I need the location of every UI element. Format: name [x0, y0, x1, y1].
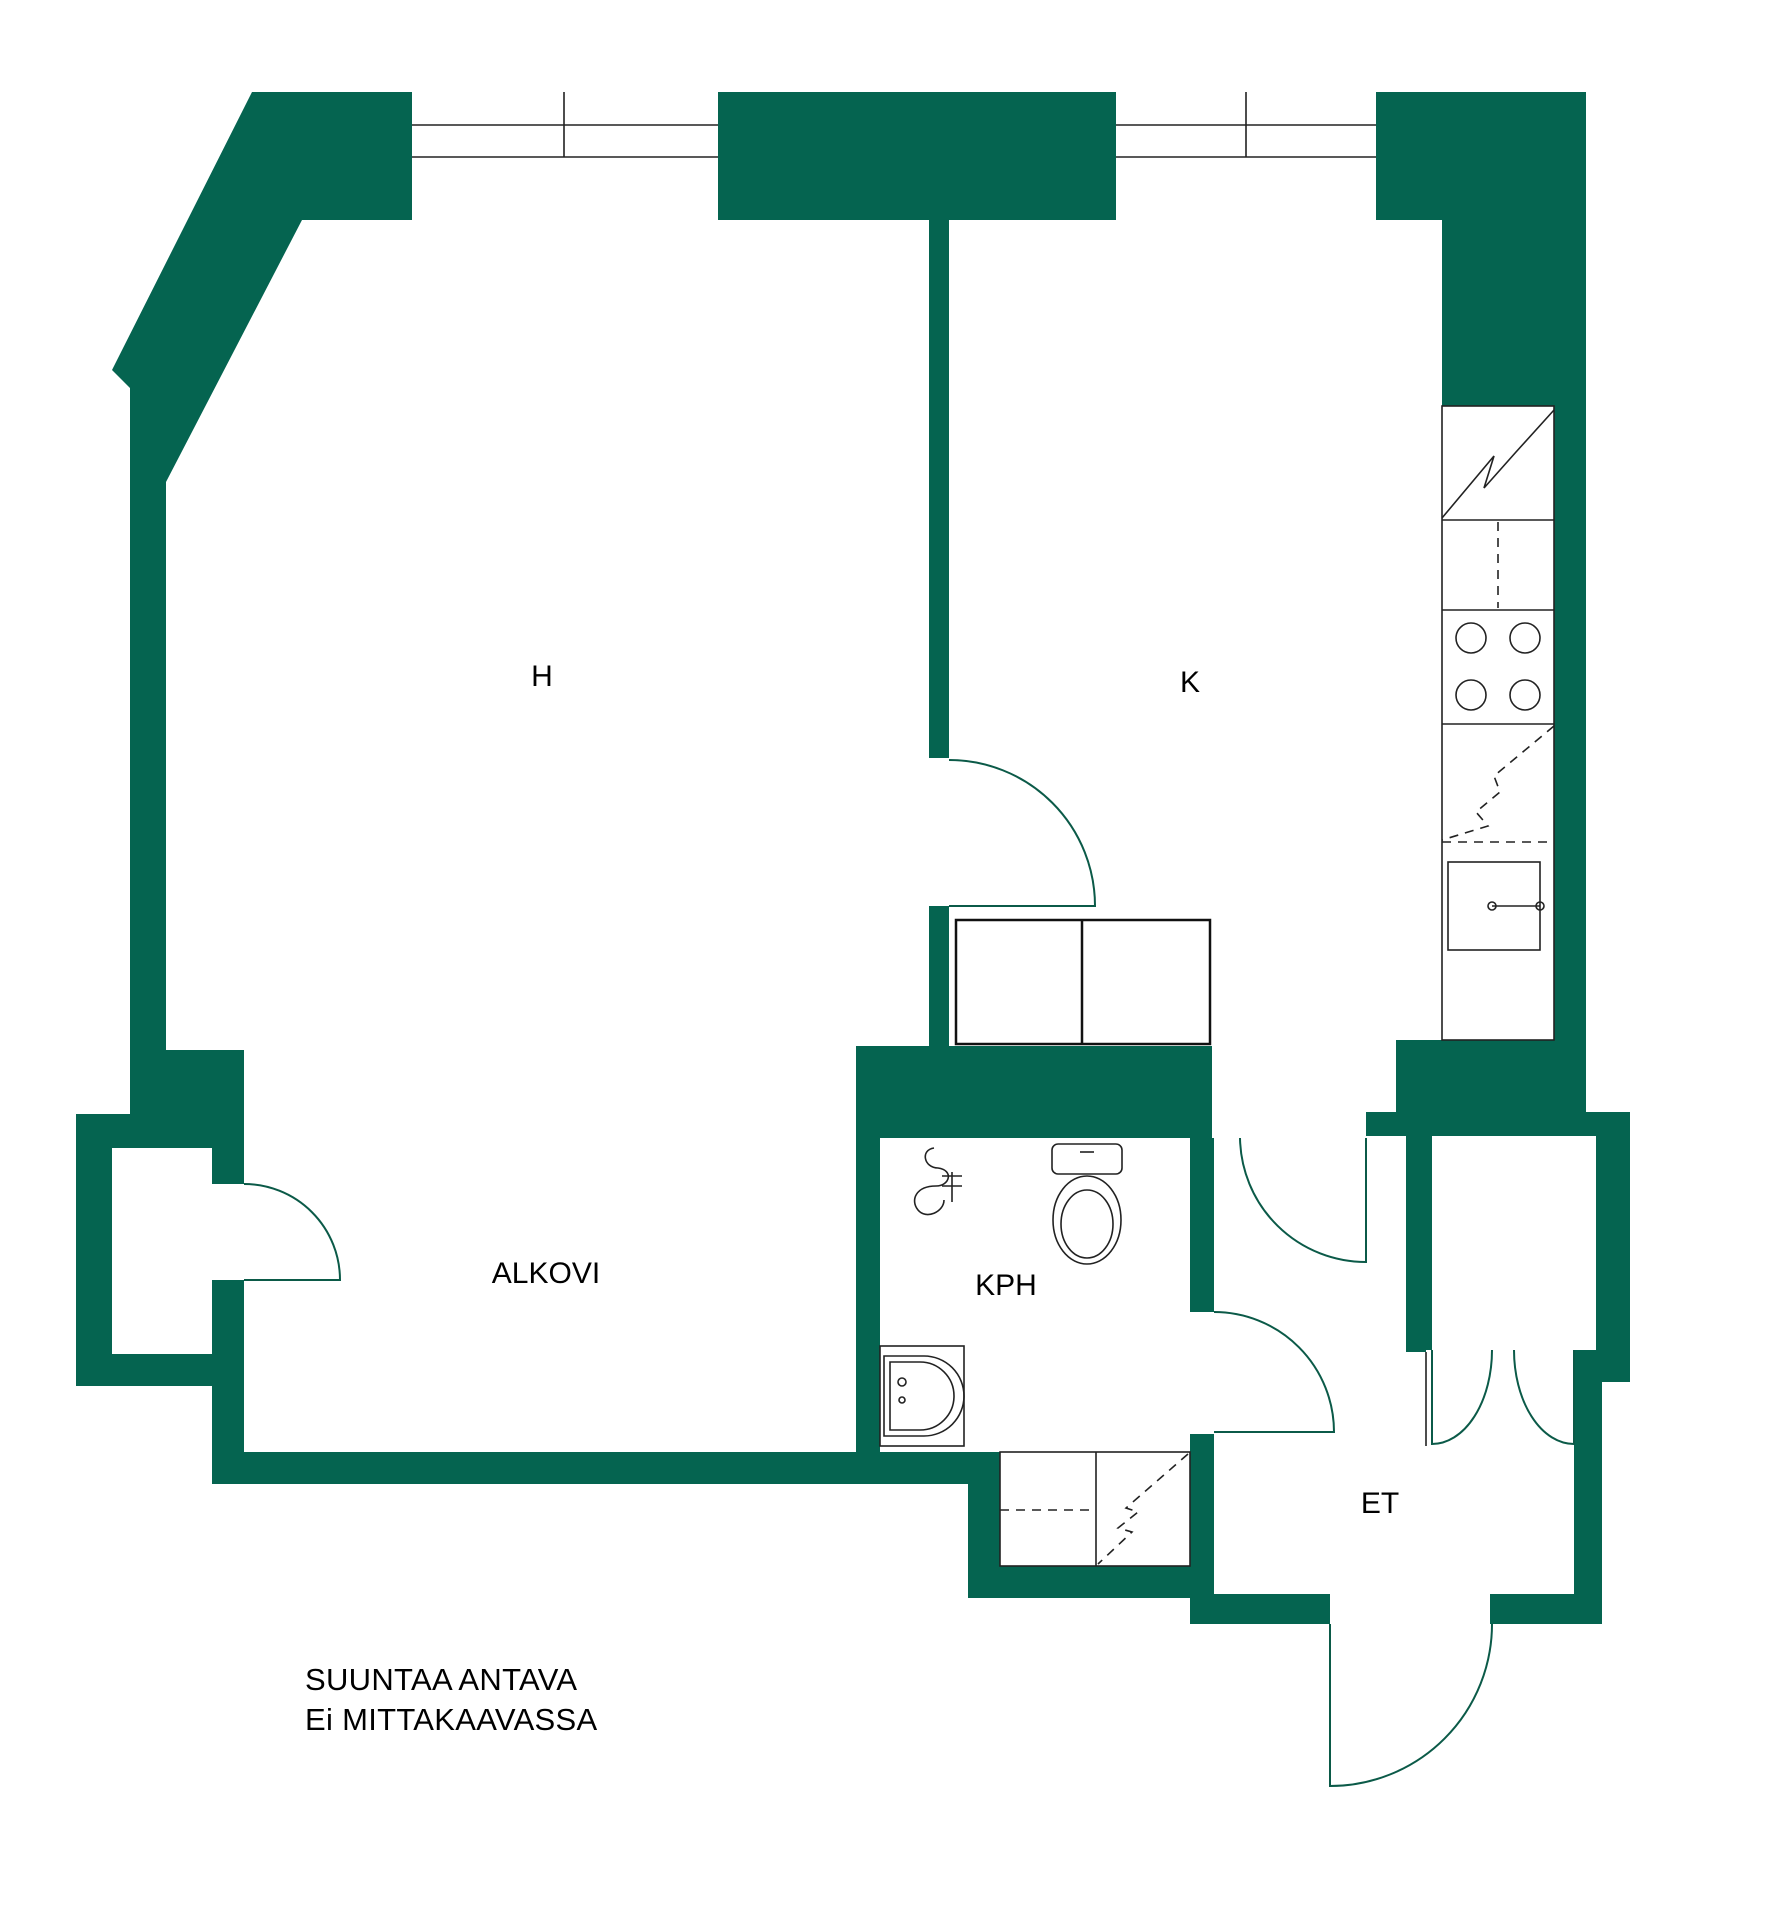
door-swing-icon — [243, 759, 1493, 1788]
dishwasher-icon — [1442, 522, 1554, 611]
washing-machine-icon — [1441, 725, 1555, 843]
room-label-bathroom: KPH — [975, 1269, 1037, 1302]
wall-bottom-alcove — [212, 1280, 968, 1484]
kitchen-sink-icon — [1447, 861, 1545, 951]
wall-wardrobe — [1406, 1112, 1630, 1624]
cabinet-block — [954, 918, 1212, 1046]
wall-right-upper — [1442, 92, 1586, 406]
disclaimer-line-2: Ei MITTAKAAVASSA — [305, 1702, 598, 1737]
wall-top-left — [112, 92, 412, 1060]
walls — [76, 92, 1630, 1624]
wall-kph-right-upper — [1190, 1138, 1214, 1312]
shower-icon — [913, 1147, 962, 1216]
washbasin-icon — [879, 1345, 965, 1447]
room-label-living: H — [531, 660, 553, 693]
disclaimer-line-1: SUUNTAA ANTAVA — [305, 1662, 578, 1697]
kitchen-counter — [1441, 405, 1555, 1041]
washing-machine-icon — [999, 1451, 1191, 1567]
room-label-alcove: ALKOVI — [492, 1257, 600, 1290]
wall-kitchen-corner — [1396, 1040, 1586, 1122]
wardrobe-icon — [1425, 1349, 1575, 1446]
wall-laundry-niche — [968, 1452, 1214, 1598]
window-icon — [412, 92, 1376, 220]
room-label-entry: ET — [1361, 1487, 1399, 1520]
fridge-icon — [1441, 409, 1555, 521]
wall-kitchen-stub — [1366, 1112, 1406, 1136]
stove-icon — [1442, 622, 1554, 725]
wall-kph-right-lower — [1190, 1434, 1214, 1472]
wall-partition-h-k-upper — [929, 220, 949, 758]
toilet-icon — [1051, 1143, 1123, 1265]
wall-entry-bottom-left — [1190, 1594, 1330, 1624]
wall-kph-top — [856, 1046, 1212, 1138]
wall-partition-h-k-lower — [929, 906, 949, 1050]
disclaimer-note: SUUNTAA ANTAVA Ei MITTAKAAVASSA — [305, 1660, 597, 1740]
room-label-kitchen: K — [1180, 666, 1200, 699]
wall-top-middle — [718, 92, 1116, 220]
wall-right — [1554, 406, 1586, 1122]
wall-left-lower — [130, 1050, 244, 1116]
wall-kph-left — [856, 1138, 880, 1454]
